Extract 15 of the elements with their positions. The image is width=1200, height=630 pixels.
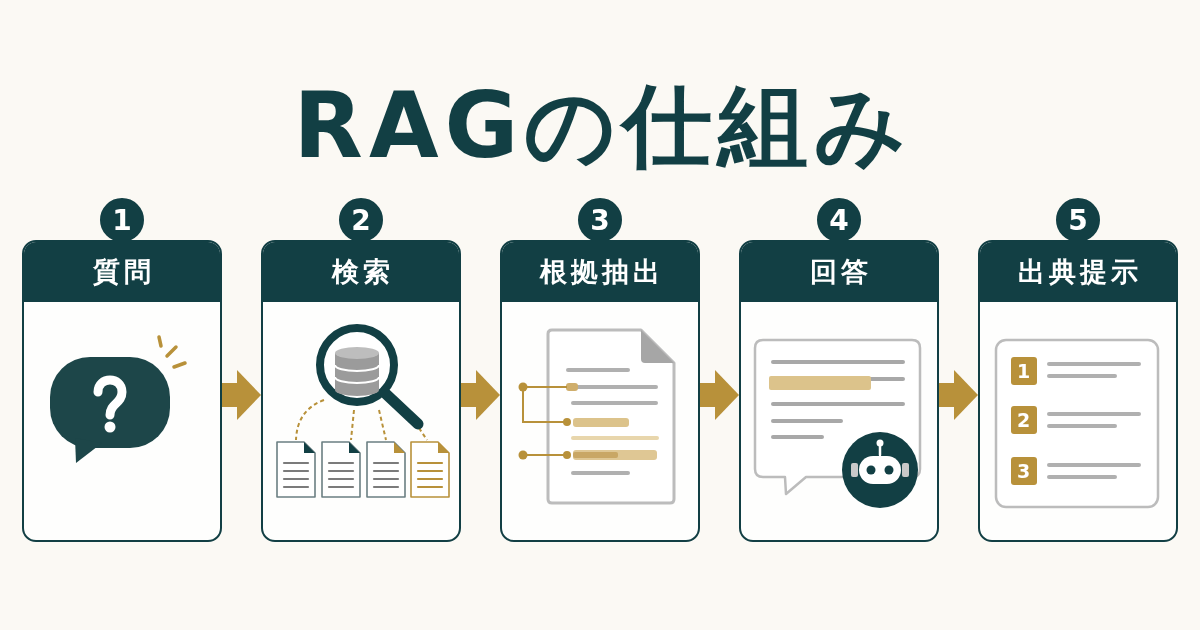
title: RAGの仕組み bbox=[292, 78, 913, 174]
step-header: 検索 bbox=[263, 242, 459, 302]
flow-arrow bbox=[939, 370, 978, 420]
flow-arrow bbox=[700, 370, 739, 420]
step-header: 質問 bbox=[24, 242, 220, 302]
step-header: 根拠抽出 bbox=[502, 242, 698, 302]
step-card bbox=[500, 240, 700, 542]
step-header: 出典提示 bbox=[980, 242, 1176, 302]
step-header: 回答 bbox=[741, 242, 937, 302]
flow-arrow bbox=[222, 370, 261, 420]
step-card bbox=[739, 240, 939, 542]
step-card bbox=[978, 240, 1178, 542]
step-card bbox=[22, 240, 222, 542]
flow-arrow bbox=[461, 370, 500, 420]
step-card bbox=[261, 240, 461, 542]
